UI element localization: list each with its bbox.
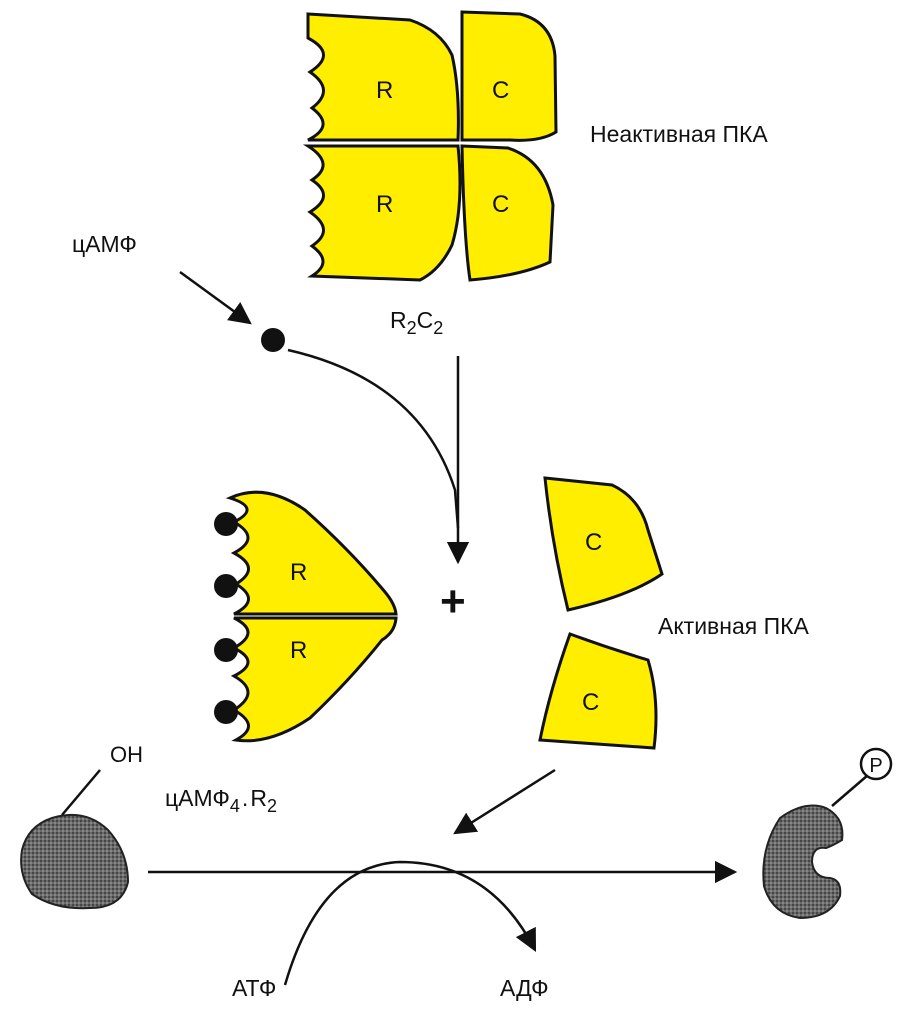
r2c2-label: R2C2 — [390, 307, 443, 338]
camp-molecule — [214, 574, 238, 598]
c-label-bottom: C — [492, 191, 509, 218]
active-pka-subunits: C C — [540, 478, 662, 748]
camp-r2-complex: R R — [214, 492, 396, 741]
inactive-pka-label: Неактивная ПКА — [590, 121, 768, 147]
c-label-top: C — [492, 77, 509, 104]
atp-label: АТФ — [232, 975, 276, 1001]
camp-molecule — [214, 700, 238, 724]
camp4-r2-label: цАМФ4.R2 — [165, 785, 277, 816]
camp-label: цАМФ — [72, 231, 137, 257]
r-label-upper: R — [290, 559, 307, 586]
c-label-upper: C — [585, 529, 602, 556]
active-pka-label: Активная ПКА — [658, 613, 810, 639]
oh-bond — [62, 770, 100, 815]
r-subunit-upper — [230, 492, 396, 614]
substrate-protein — [21, 815, 128, 908]
r-label-top: R — [376, 77, 393, 104]
camp-arrow — [180, 272, 250, 323]
phosphorylated-protein — [763, 806, 842, 918]
catalysis-arrow — [455, 770, 555, 833]
oh-label: OH — [110, 742, 143, 767]
phosphate-bond — [832, 775, 868, 806]
camp-molecule — [261, 328, 285, 352]
adp-label: АДФ — [500, 975, 549, 1001]
plus-sign: + — [440, 577, 466, 626]
c-label-lower: C — [582, 689, 599, 716]
camp-path — [288, 350, 458, 528]
camp-molecule — [214, 638, 238, 662]
c-subunit-upper — [545, 478, 662, 610]
r-subunit-lower — [234, 618, 396, 741]
r-label-bottom: R — [376, 191, 393, 218]
r-label-lower: R — [290, 637, 307, 664]
inactive-pka-complex: R R C C — [308, 12, 556, 280]
atp-adp-arc — [285, 862, 535, 985]
camp-molecule — [214, 512, 238, 536]
phosphate-label: P — [869, 755, 882, 777]
